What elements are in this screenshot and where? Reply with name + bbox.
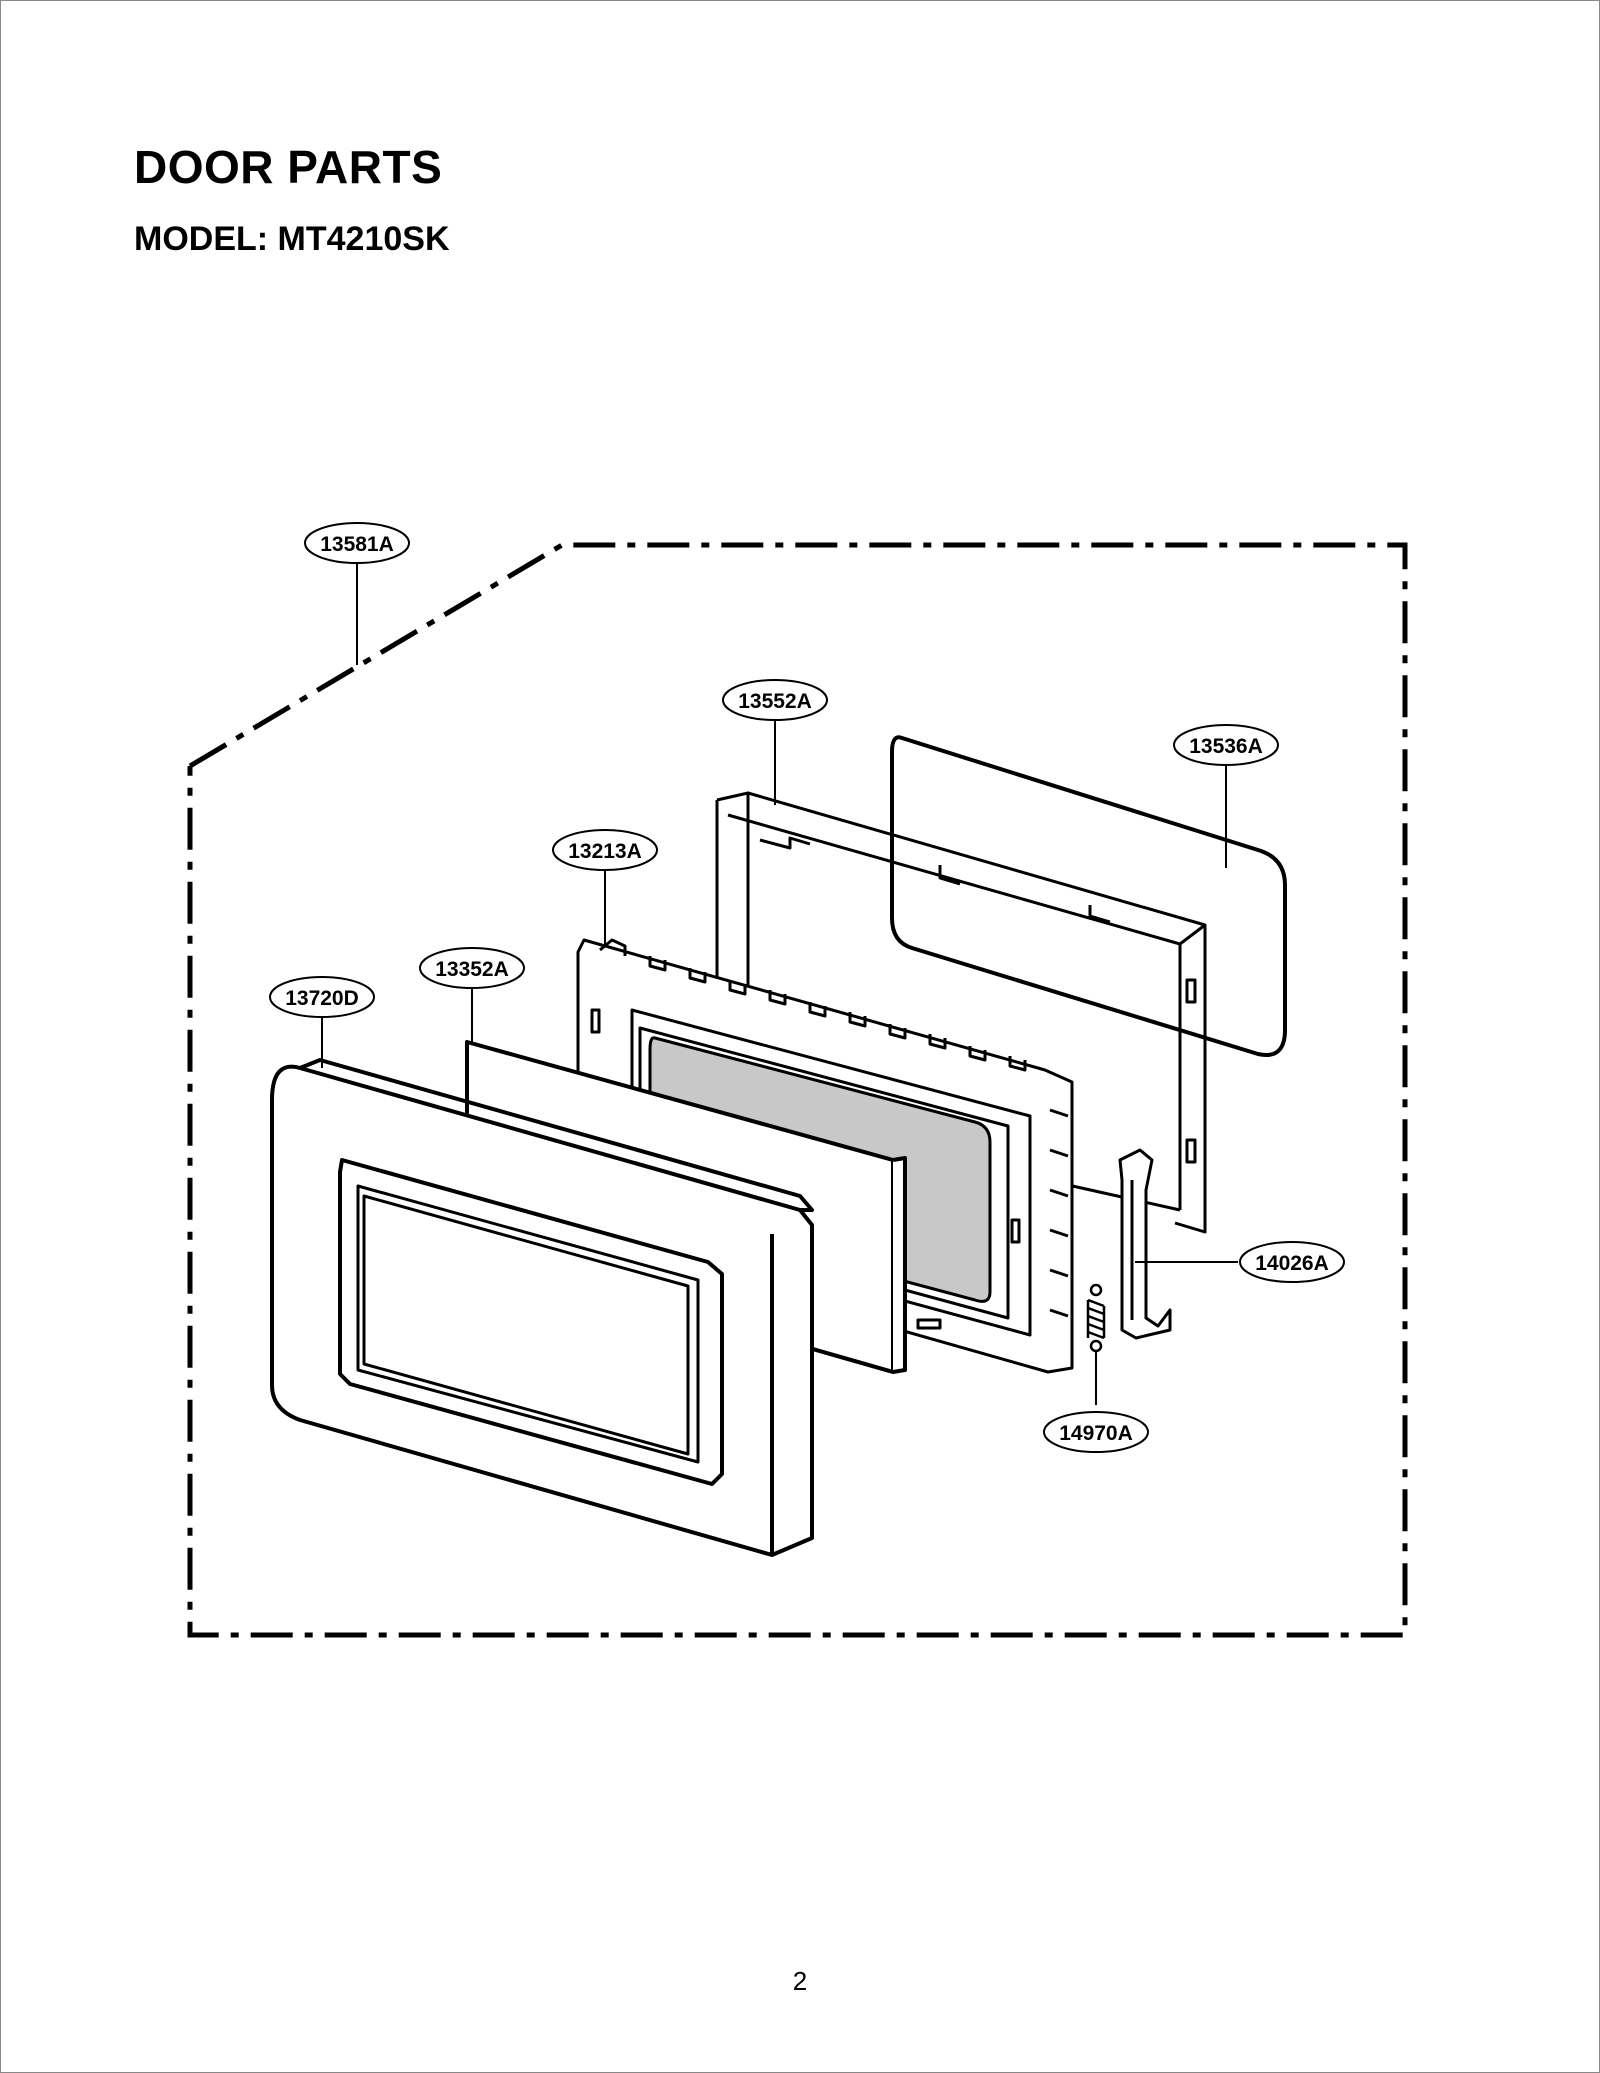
callout-label: 13213A [568,840,642,863]
callout-13720D: 13720D [269,976,375,1018]
page-title: DOOR PARTS [134,141,443,193]
callout-13581A: 13581A [304,522,410,564]
callout-label: 14026A [1255,1252,1329,1275]
callout-13536A: 13536A [1173,724,1279,766]
part-latch-key [1118,1148,1172,1340]
callout-label: 13720D [285,987,359,1010]
leader-lines [321,562,1238,1405]
callout-14026A: 14026A [1239,1241,1345,1283]
part-screen-cover [890,735,1287,1057]
callout-label: 14970A [1059,1422,1133,1445]
part-door-front [270,1058,814,1557]
callout-label: 13352A [435,958,509,981]
assembly-boundary [187,542,1408,1638]
callout-13213A: 13213A [552,829,658,871]
page-number: 2 [792,1966,808,1996]
callout-label: 13536A [1189,735,1263,758]
callout-label: 13581A [320,533,394,556]
callout-label: 13552A [738,690,812,713]
callout-13352A: 13352A [419,947,525,989]
callout-14970A: 14970A [1043,1411,1149,1453]
model-title: MODEL: MT4210SK [134,220,450,258]
callout-13552A: 13552A [722,679,828,721]
part-spring [1086,1283,1106,1353]
